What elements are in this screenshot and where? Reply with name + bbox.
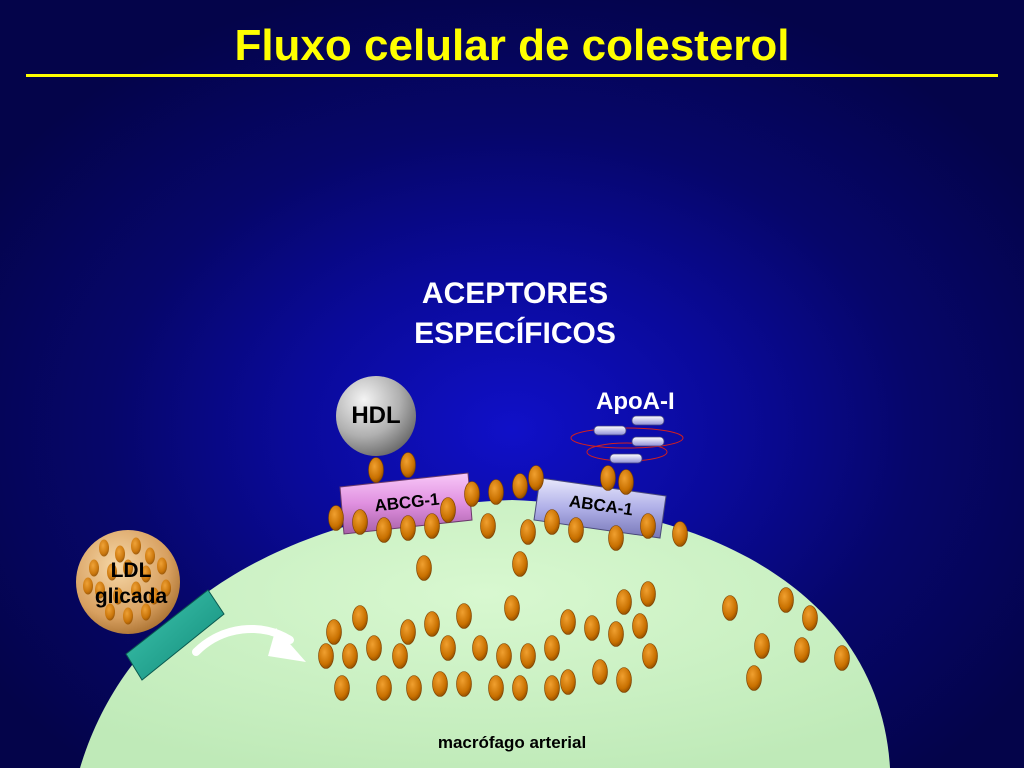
ldl-cholesterol-molecule (131, 581, 141, 599)
cholesterol-molecule (392, 643, 408, 669)
cholesterol-molecule (352, 605, 368, 631)
cholesterol-molecule (400, 619, 416, 645)
cholesterol-molecule (584, 615, 600, 641)
cholesterol-molecule (608, 525, 624, 551)
ldl-cholesterol-molecule (89, 559, 99, 577)
cholesterol-molecule (512, 551, 528, 577)
cholesterol-molecule (520, 643, 536, 669)
ldl-cholesterol-molecule (157, 557, 167, 575)
cholesterol-molecule (464, 481, 480, 507)
ldl-cholesterol (83, 537, 171, 625)
ldl-cholesterol-molecule (123, 559, 133, 577)
ldl-receptor (125, 589, 225, 681)
cholesterol-molecule (802, 605, 818, 631)
ldl-cholesterol-molecule (123, 607, 133, 625)
cholesterol-molecule (376, 675, 392, 701)
cholesterol-molecule (376, 517, 392, 543)
hdl-label: HDL (351, 402, 401, 429)
cholesterol-molecule (504, 595, 520, 621)
cholesterol-molecule (456, 603, 472, 629)
ldl-cholesterol-molecule (107, 563, 117, 581)
cholesterol-molecule (406, 675, 422, 701)
apoa1-helix (593, 415, 665, 464)
cholesterol-molecule (472, 635, 488, 661)
ldl-cholesterol-molecule (95, 581, 105, 599)
cholesterol-molecule (488, 479, 504, 505)
cholesterol-molecule (326, 619, 342, 645)
cholesterol-molecule (794, 637, 810, 663)
ldl-cholesterol-molecule (113, 587, 123, 605)
cholesterol-molecule (640, 513, 656, 539)
cholesterol-molecule (366, 635, 382, 661)
slide-title: Fluxo celular de colesterol (234, 21, 790, 70)
cholesterol-molecule (368, 457, 384, 483)
cholesterol-molecule (746, 665, 762, 691)
cholesterol-molecule (334, 675, 350, 701)
cholesterol-molecule (352, 509, 368, 535)
cholesterol-molecule (528, 465, 544, 491)
cholesterol-molecule (592, 659, 608, 685)
cholesterol-molecule (544, 635, 560, 661)
ldl-cholesterol-molecule (105, 603, 115, 621)
uptake-arrow (192, 625, 306, 662)
apoa1-group (570, 415, 684, 464)
cholesterol-molecule (616, 667, 632, 693)
macrophage-cell (80, 500, 890, 768)
cholesterol-molecule (672, 521, 688, 547)
cholesterol-molecule (642, 643, 658, 669)
ldl-cholesterol-molecule (141, 603, 151, 621)
ldl-cholesterol-molecule (141, 565, 151, 583)
cholesterol-molecule (616, 589, 632, 615)
cholesterol-molecule (560, 669, 576, 695)
cholesterol-molecule (440, 635, 456, 661)
cholesterol-molecule (544, 675, 560, 701)
cholesterol-molecule (520, 519, 536, 545)
cholesterol-molecule (512, 675, 528, 701)
ldl-cholesterol-molecule (161, 579, 171, 597)
cholesterol-molecule (416, 555, 432, 581)
ldl-cholesterol-molecule (149, 587, 159, 605)
ldl-cholesterol-molecule (83, 577, 93, 595)
cholesterol-molecule (618, 469, 634, 495)
cholesterol-molecule (440, 497, 456, 523)
cholesterol-molecules (318, 452, 850, 701)
ldl-cholesterol-molecule (99, 539, 109, 557)
cholesterol-molecule (834, 645, 850, 671)
cholesterol-molecule (544, 509, 560, 535)
ldl-cholesterol-molecule (115, 545, 125, 563)
cholesterol-molecule (424, 611, 440, 637)
title-underline (26, 74, 998, 77)
cholesterol-molecule (512, 473, 528, 499)
cell-label: macrófago arterial (437, 733, 587, 752)
apoa1-label: ApoA-I (596, 388, 675, 415)
ldl-cholesterol-molecule (131, 537, 141, 555)
cholesterol-molecule (722, 595, 738, 621)
cholesterol-molecule (632, 613, 648, 639)
ldl-label: LDL glicada (94, 559, 168, 608)
cholesterol-molecule (754, 633, 770, 659)
cholesterol-molecule (560, 609, 576, 635)
acceptors-label: ACEPTORES ESPECÍFICOS (414, 277, 616, 350)
cholesterol-molecule (608, 621, 624, 647)
cholesterol-molecule (480, 513, 496, 539)
cholesterol-molecule (400, 515, 416, 541)
cholesterol-molecule (432, 671, 448, 697)
ldl-cholesterol-molecule (145, 547, 155, 565)
cholesterol-molecule (600, 465, 616, 491)
cholesterol-molecule (328, 505, 344, 531)
cholesterol-molecule (568, 517, 584, 543)
cholesterol-molecule (496, 643, 512, 669)
cholesterol-molecule (640, 581, 656, 607)
cholesterol-molecule (342, 643, 358, 669)
cholesterol-molecule (424, 513, 440, 539)
hdl-particle (336, 376, 416, 456)
cholesterol-molecule (318, 643, 334, 669)
cholesterol-molecule (400, 452, 416, 478)
cholesterol-molecule (488, 675, 504, 701)
cholesterol-molecule (778, 587, 794, 613)
cholesterol-molecule (456, 671, 472, 697)
